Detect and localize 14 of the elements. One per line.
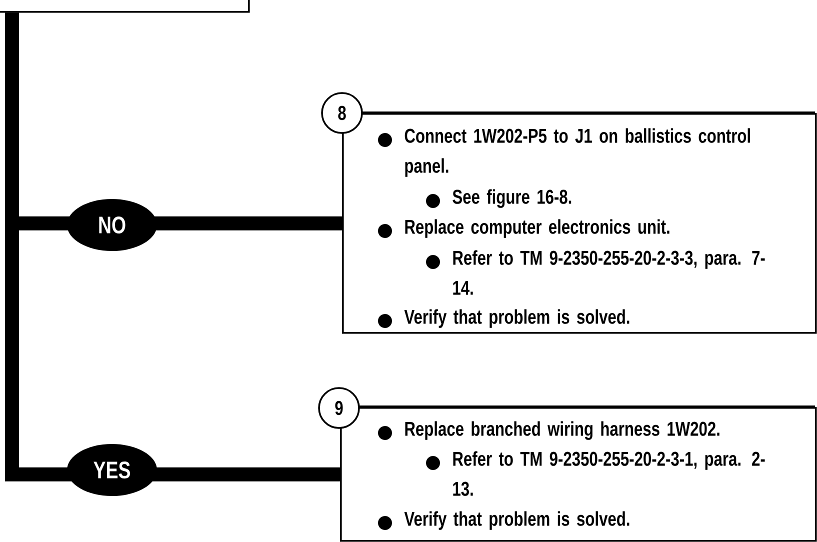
edge-label: YES xyxy=(67,444,157,496)
step-number: 8 xyxy=(321,92,363,134)
instruction-text: Connect 1W202-P5 to J1 on ballistics control panel. xyxy=(404,128,750,177)
instruction-text: Replace computer electronics unit. xyxy=(405,219,670,238)
edge-label: NO xyxy=(67,199,157,251)
instruction-text: See figure 16-8. xyxy=(452,189,572,208)
instruction-text: Replace branched wiring harness 1W202. xyxy=(405,421,720,440)
instruction-text: Verify that problem is solved. xyxy=(404,511,630,530)
connector-line xyxy=(5,12,340,482)
instruction-box xyxy=(0,0,250,13)
instruction-text: Refer to TM 9-2350-255-20-2-3-1, para. 2-13. xyxy=(453,451,765,496)
instruction-text: Refer to TM 9-2350-255-20-2-3-3, para. 7-14. xyxy=(453,250,765,295)
instruction-text: Verify that problem is solved. xyxy=(404,309,630,328)
step-number: 9 xyxy=(318,387,360,429)
